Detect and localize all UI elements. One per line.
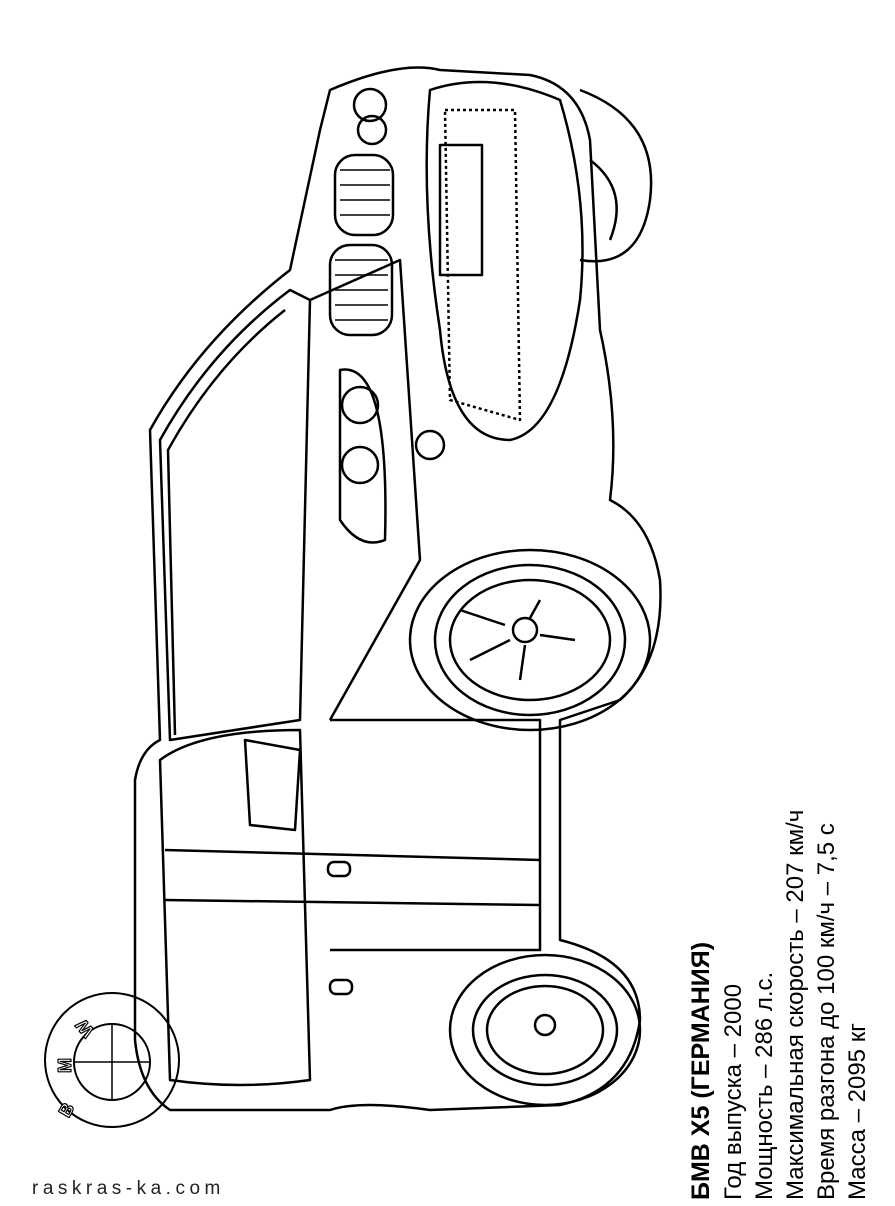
bmw-logo [44, 992, 180, 1128]
watermark: raskras-ka.com [32, 1178, 225, 1199]
svg-text:B: B [55, 1099, 79, 1120]
bmw-logo-letters: B M W [54, 1015, 99, 1122]
rear-wheel [448, 953, 642, 1107]
svg-text:W: W [72, 1015, 98, 1041]
spec-mass: Масса – 2095 кг [844, 1023, 871, 1200]
car-body [133, 66, 662, 1112]
headlights [338, 87, 446, 544]
spec-power: Мощность – 286 л.с. [751, 971, 778, 1200]
spec-acceleration: Время разгона до 100 км/ч – 7,5 с [813, 823, 840, 1200]
kidney-grilles [328, 153, 395, 337]
car-specs: БМВ X5 (ГЕРМАНИЯ) Год выпуска – 2000 Мощ… [684, 730, 874, 1200]
spec-year: Год выпуска – 2000 [720, 983, 747, 1200]
door-handles [326, 860, 354, 996]
svg-text:M: M [55, 1058, 75, 1073]
specs-title: БМВ X5 (ГЕРМАНИЯ) [687, 941, 715, 1200]
spec-top-speed: Максимальная скорость – 207 км/ч [782, 809, 809, 1200]
top-wheel-arch [579, 88, 653, 263]
front-grille [425, 80, 584, 442]
front-wheel [408, 548, 652, 732]
